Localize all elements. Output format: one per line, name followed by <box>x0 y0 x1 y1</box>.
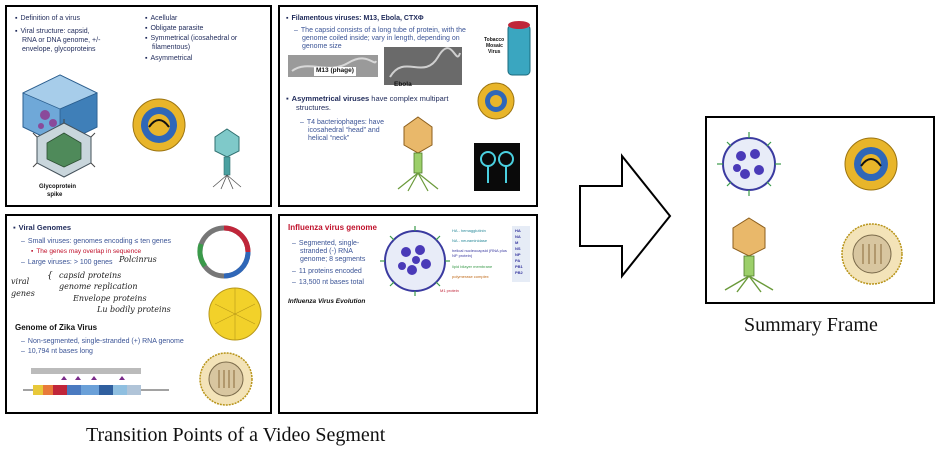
legend-ha: HA - hemagglutinin <box>452 228 486 233</box>
t4-line3: helical “neck” <box>308 135 350 142</box>
legend-np-protein: NP protein) <box>452 253 473 258</box>
label-ebola: Ebola <box>394 81 412 88</box>
asym-rest: have complex multipart <box>369 94 449 103</box>
segment-ha: HA <box>515 228 521 233</box>
summary-influenza-virion <box>717 132 781 196</box>
handwritten-replication: genome replication <box>59 282 138 291</box>
filamentous-desc-1: The capsid consists of a long tube of pr… <box>294 27 466 36</box>
bullet-symmetrical: Symmetrical (icosahedral or <box>145 35 237 44</box>
arrow-shape <box>579 153 672 279</box>
asym-line2: structures. <box>296 103 332 112</box>
zika-line-2: 10,794 nt bases long <box>21 348 93 357</box>
enveloped-virus-small-illustration <box>477 82 515 120</box>
bullet-viral-structure-line2: RNA or DNA genome, +/- <box>22 37 101 44</box>
handwritten-genes: genes <box>11 289 35 298</box>
slide-definition-of-virus: Definition of a virus Viral structure: c… <box>5 5 272 207</box>
handwritten-brace: { <box>47 271 53 281</box>
legend-na: NA - neuraminidase <box>452 238 488 243</box>
label-tobacco: Tobacco <box>484 37 505 43</box>
bullet-asymmetrical: Asymmetrical <box>145 55 192 64</box>
bullet-viral-genomes: Viral Genomes <box>13 223 71 233</box>
slide-influenza-genome: Influenza virus genome Segmented, single… <box>278 214 538 414</box>
handwritten-envelope: Envelope proteins <box>73 294 147 303</box>
handwritten-bodily: Lu bodily proteins <box>97 305 171 314</box>
summary-frame <box>705 116 935 304</box>
zika-title: Genome of Zika Virus <box>15 323 98 332</box>
influenza-evolution-label: Influenza Virus Evolution <box>288 298 366 305</box>
summary-zika-cross-section <box>841 223 903 285</box>
enveloped-virus-illustration <box>132 98 186 152</box>
zika-genome-bar <box>23 368 169 395</box>
filamentous-desc-2: genome coiled inside; vary in length, de… <box>302 35 460 42</box>
right-arrow-icon <box>579 153 672 279</box>
glycoprotein-virus-illustration <box>32 119 96 178</box>
label-spike: spike <box>47 192 63 198</box>
label-virus: Virus <box>488 49 501 55</box>
legend-lipid: lipid bilayer membrane <box>452 264 493 269</box>
bullet-symmetrical-line2: filamentous) <box>152 44 191 51</box>
t4-phage-illustration <box>397 116 439 192</box>
summary-enveloped-virus <box>844 137 898 191</box>
bullet-asymmetrical-viruses: Asymmetrical viruses have complex multip… <box>286 94 449 104</box>
influenza-title: Influenza virus genome <box>288 223 377 232</box>
influenza-point-3: 13,500 nt bases total <box>292 279 364 288</box>
label-glycoprotein: Glycoprotein <box>39 184 77 190</box>
summary-frame-caption: Summary Frame <box>744 314 878 336</box>
tobacco-mosaic-virus-illustration <box>507 21 531 76</box>
label-m13-phage: M13 (phage) <box>314 67 356 76</box>
influenza-point-1c: genome; 8 segments <box>300 256 366 263</box>
summary-t4-phage <box>724 217 774 293</box>
handwritten-capsid: capsid proteins <box>59 271 122 280</box>
handwritten-poly: Polcinrus <box>119 255 157 264</box>
bacteriophage-illustration <box>212 128 242 190</box>
bullet-viral-structure: Viral structure: capsid, <box>15 28 89 37</box>
label-mosaic: Mosaic <box>486 43 503 49</box>
legend-polymerase: polymerase complex <box>452 274 489 279</box>
filamentous-desc-3: genome size <box>302 43 342 50</box>
influenza-point-2: 11 proteins encoded <box>292 268 362 277</box>
zika-cross-section-illustration <box>199 352 253 406</box>
zika-line-1: Non-segmented, single-stranded (+) RNA g… <box>21 338 184 347</box>
bullet-viral-structure-line3: envelope, glycoproteins <box>22 46 96 53</box>
segment-legend-box: HA NA M NS NP PA PB1 PB2 <box>512 226 530 282</box>
transition-points-caption: Transition Points of a Video Segment <box>86 424 386 446</box>
influenza-point-1b: stranded (-) RNA <box>300 248 353 255</box>
circular-genome-map <box>197 225 251 279</box>
legend-nucleocapsid: helical nucleocapsid (RNA plus <box>452 248 507 253</box>
legend-m1: M1 protein <box>440 288 459 293</box>
segment-m: M <box>515 240 519 245</box>
segment-pa: PA <box>515 258 521 263</box>
segment-pb2: PB2 <box>515 270 523 275</box>
bullet-acellular: Acellular <box>145 15 177 24</box>
t4-line2: icosahedral “head” and <box>308 127 380 134</box>
bullet-filamentous-title: Filamentous viruses: M13, Ebola, CTXΦ <box>286 15 423 24</box>
segment-pb1: PB1 <box>515 264 523 269</box>
slide-filamentous-viruses: Filamentous viruses: M13, Ebola, CTXΦ Th… <box>278 5 538 207</box>
icosahedral-capsid-illustration <box>22 74 98 146</box>
influenza-point-1: Segmented, single- <box>292 240 359 249</box>
ebola-micrograph <box>384 47 462 85</box>
zika-virion-illustration <box>208 287 262 341</box>
t4-line1: T4 bacteriophages: have <box>300 119 384 128</box>
handwritten-viral: viral <box>11 277 30 286</box>
asym-title: Asymmetrical viruses <box>291 94 370 103</box>
bullet-definition: Definition of a virus <box>15 15 80 24</box>
slide-viral-genomes: Viral Genomes Small viruses: genomes enc… <box>5 214 272 414</box>
large-viruses: Large viruses: > 100 genes <box>21 259 113 268</box>
bullet-obligate: Obligate parasite <box>145 25 203 34</box>
segment-ns: NS <box>515 246 521 251</box>
segment-np: NP <box>515 252 521 257</box>
phage-micrograph <box>474 143 520 191</box>
small-viruses: Small viruses: genomes encoding ≤ ten ge… <box>21 238 171 247</box>
genes-overlap: The genes may overlap in sequence <box>31 248 141 257</box>
segment-na: NA <box>515 234 521 239</box>
influenza-virion-illustration <box>380 226 450 296</box>
